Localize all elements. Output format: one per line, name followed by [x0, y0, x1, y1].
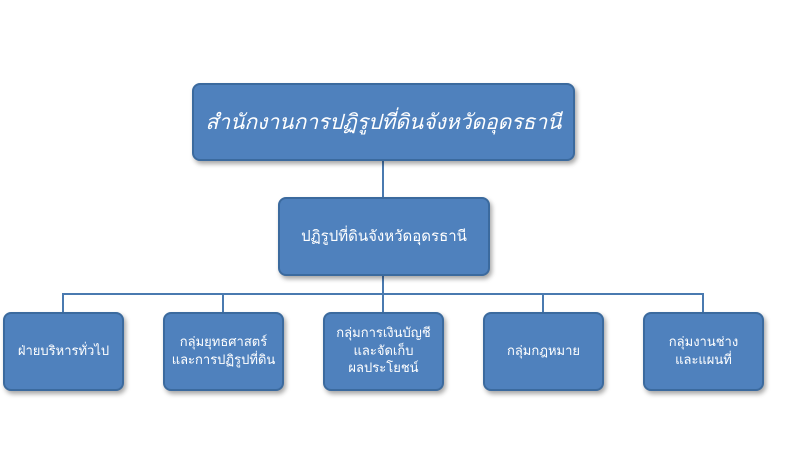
child-node-general-administration: ฝ่ายบริหารทั่วไป — [3, 312, 124, 391]
connector-drop-2 — [382, 293, 384, 312]
connector-drop-0 — [62, 293, 64, 312]
child-node-engineering-mapping: กลุ่มงานช่าง และแผนที่ — [643, 312, 764, 391]
child-node-strategy-land-reform: กลุ่มยุทธศาสตร์ และการปฏิรูปที่ดิน — [163, 312, 284, 391]
connector-drop-3 — [542, 293, 544, 312]
connector-mid-to-bus — [382, 276, 384, 295]
child-node-legal: กลุ่มกฎหมาย — [483, 312, 604, 391]
connector-drop-4 — [702, 293, 704, 312]
connector-drop-1 — [222, 293, 224, 312]
mid-node-provincial-land-reform: ปฏิรูปที่ดินจังหวัดอุดรธานี — [278, 197, 490, 276]
child-node-finance-accounting: กลุ่มการเงินบัญชี และจัดเก็บ ผลประโยชน์ — [323, 312, 444, 391]
connector-root-to-mid — [382, 161, 384, 197]
root-node-provincial-office: สำนักงานการปฏิรูปที่ดินจังหวัดอุดรธานี — [192, 83, 575, 161]
